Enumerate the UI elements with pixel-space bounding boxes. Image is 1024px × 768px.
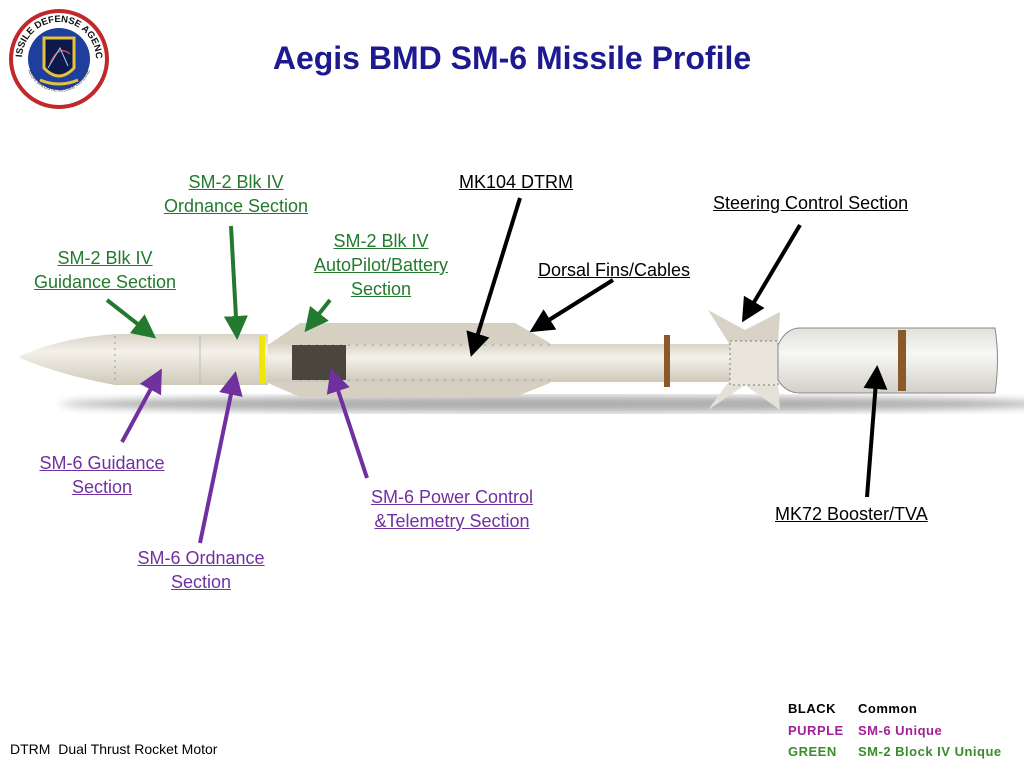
label-line: SM-6 Ordnance [137,548,265,568]
label-mk72: MK72 Booster/TVA [775,502,928,526]
legend-meaning: Common [858,701,918,716]
label-line: SM-2 Blk IV [333,231,429,251]
label-sm2-guidance: SM-2 Blk IV Guidance Section [15,246,195,294]
label-sm6-ordnance: SM-6 Ordnance Section [111,546,291,594]
arrow-mk72 [863,365,888,498]
arrow-sm2-guidance [105,298,157,339]
missile-shadow [60,396,1024,412]
arrow-sm6-power [326,368,369,479]
legend-color: GREEN [788,744,837,759]
steering-fin-bottom [708,380,780,410]
label-dorsal: Dorsal Fins/Cables [538,258,690,282]
label-line: SM-6 Power Control [370,487,534,507]
callout-arrows [105,197,888,544]
label-line: SM-2 Blk IV [57,248,153,268]
legend-color: BLACK [788,701,836,716]
label-sm2-autopilot: SM-2 Blk IV AutoPilot/Battery Section [291,229,471,301]
label-line: Guidance Section [33,272,177,292]
footnote: DTRM Dual Thrust Rocket Motor [10,741,218,757]
missile-defense-agency-logo: MISSILE DEFENSE AGENCY AEGIS BALLISTIC M… [8,8,109,109]
legend-meaning: SM-2 Block IV Unique [858,744,1002,759]
label-line: &Telemetry Section [374,511,530,531]
booster [777,327,998,394]
label-line: AutoPilot/Battery [313,255,449,275]
booster-band [898,330,906,391]
label-line: Dorsal Fins/Cables [538,260,691,280]
label-line: Section [350,279,412,299]
brown-band [664,335,670,387]
steering-fin-top [708,310,780,345]
page-title: Aegis BMD SM-6 Missile Profile [272,40,752,76]
arrow-sm6-ordnance [198,371,243,544]
label-steering: Steering Control Section [713,191,908,215]
color-legend: BLACK Common PURPLE SM-6 Unique GREEN SM-2 … [788,698,1002,763]
legend-color: PURPLE [788,722,844,738]
legend-meaning: SM-6 Unique [858,722,943,738]
label-line: SM-6 Guidance [39,453,165,473]
arrow-steering [741,223,802,323]
label-line: Ordnance Section [163,196,309,216]
label-line: Steering Control Section [713,193,909,213]
legend-row-purple: PURPLE SM-6 Unique [788,720,1002,742]
label-line: Section [170,572,232,592]
label-sm2-ordnance: SM-2 Blk IV Ordnance Section [136,170,336,218]
power-control-section [292,345,346,380]
arrow-sm2-autopilot [304,298,332,333]
legend-row-black: BLACK Common [788,698,1002,720]
arrow-sm6-guidance [120,368,162,443]
arrow-sm2-ordnance [223,225,248,340]
forward-section [20,334,268,385]
label-line: SM-2 Blk IV [188,172,284,192]
label-sm6-guidance: SM-6 Guidance Section [12,451,192,499]
label-sm6-power: SM-6 Power Control &Telemetry Section [352,485,552,533]
label-line: MK104 DTRM [459,172,574,192]
steering-section [729,340,779,386]
yellow-band [259,336,265,383]
main-body [268,344,780,382]
label-mk104: MK104 DTRM [459,170,573,194]
label-line: MK72 Booster/TVA [775,504,928,524]
arrow-dorsal [529,278,615,333]
legend-row-green: GREEN SM-2 Block IV Unique [788,741,1002,763]
label-line: Section [71,477,133,497]
arrow-mk104 [466,197,522,357]
